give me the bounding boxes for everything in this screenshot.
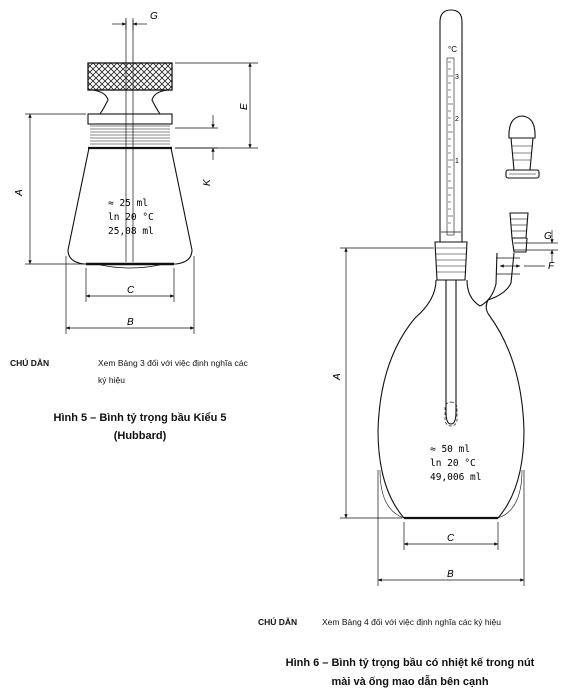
fig6-title-line2: mài và ống mao dẫn bên cạnh — [331, 676, 489, 688]
fig6-key-text: Xem Bảng 4 đối với việc định nghĩa các k… — [322, 617, 501, 627]
fig5-key-text-line2: ký hiệu — [98, 375, 125, 385]
fig6-marking-volume: ≈ 50 ml — [430, 444, 470, 455]
fig6-label-b: B — [447, 569, 454, 580]
fig5-label-k: K — [202, 178, 213, 186]
thermometer-scale — [448, 61, 453, 224]
fig6-marking-temp: ln 20 °C — [430, 458, 476, 469]
fig6-marking-actual: 49,006 ml — [430, 472, 481, 483]
figure6-flask — [377, 9, 540, 520]
fig5-label-g: G — [150, 11, 158, 22]
thermometer-scale-1: 1 — [455, 158, 459, 165]
fig5-key-text-line1: Xem Bảng 3 đối với việc định nghĩa các — [98, 358, 248, 368]
fig6-label-c: C — [447, 533, 455, 544]
fig6-key-label: CHÚ DẪN — [258, 617, 298, 627]
fig5-title-line2: (Hubbard) — [113, 430, 167, 442]
fig5-title-line1: Hình 5 – Bình tỷ trọng bầu Kiểu 5 — [53, 412, 227, 424]
figure6-dimensions — [340, 230, 558, 586]
fig5-label-a: A — [14, 189, 25, 197]
fig6-label-a: A — [332, 373, 343, 381]
thermometer-scale-3: 3 — [455, 74, 459, 81]
fig5-marking-actual: 25,08 ml — [108, 226, 154, 237]
fig5-key-label: CHÚ DẪN — [10, 358, 50, 368]
fig6-title-line1: Hình 6 – Bình tỷ trọng bầu có nhiệt kế t… — [285, 657, 535, 669]
fig5-label-e: E — [239, 103, 250, 110]
fig5-label-c: C — [127, 285, 135, 296]
figure5-flask — [67, 20, 193, 269]
fig5-marking-temp: ln 20 °C — [108, 212, 154, 223]
fig6-label-g: G — [544, 231, 552, 242]
thermometer-scale-2: 2 — [455, 116, 459, 123]
figure5-dimensions — [25, 18, 258, 334]
thermometer-unit: °C — [448, 45, 457, 54]
fig5-label-b: B — [127, 317, 134, 328]
fig5-marking-volume: ≈ 25 ml — [108, 198, 148, 209]
fig6-label-f: F — [548, 261, 555, 272]
